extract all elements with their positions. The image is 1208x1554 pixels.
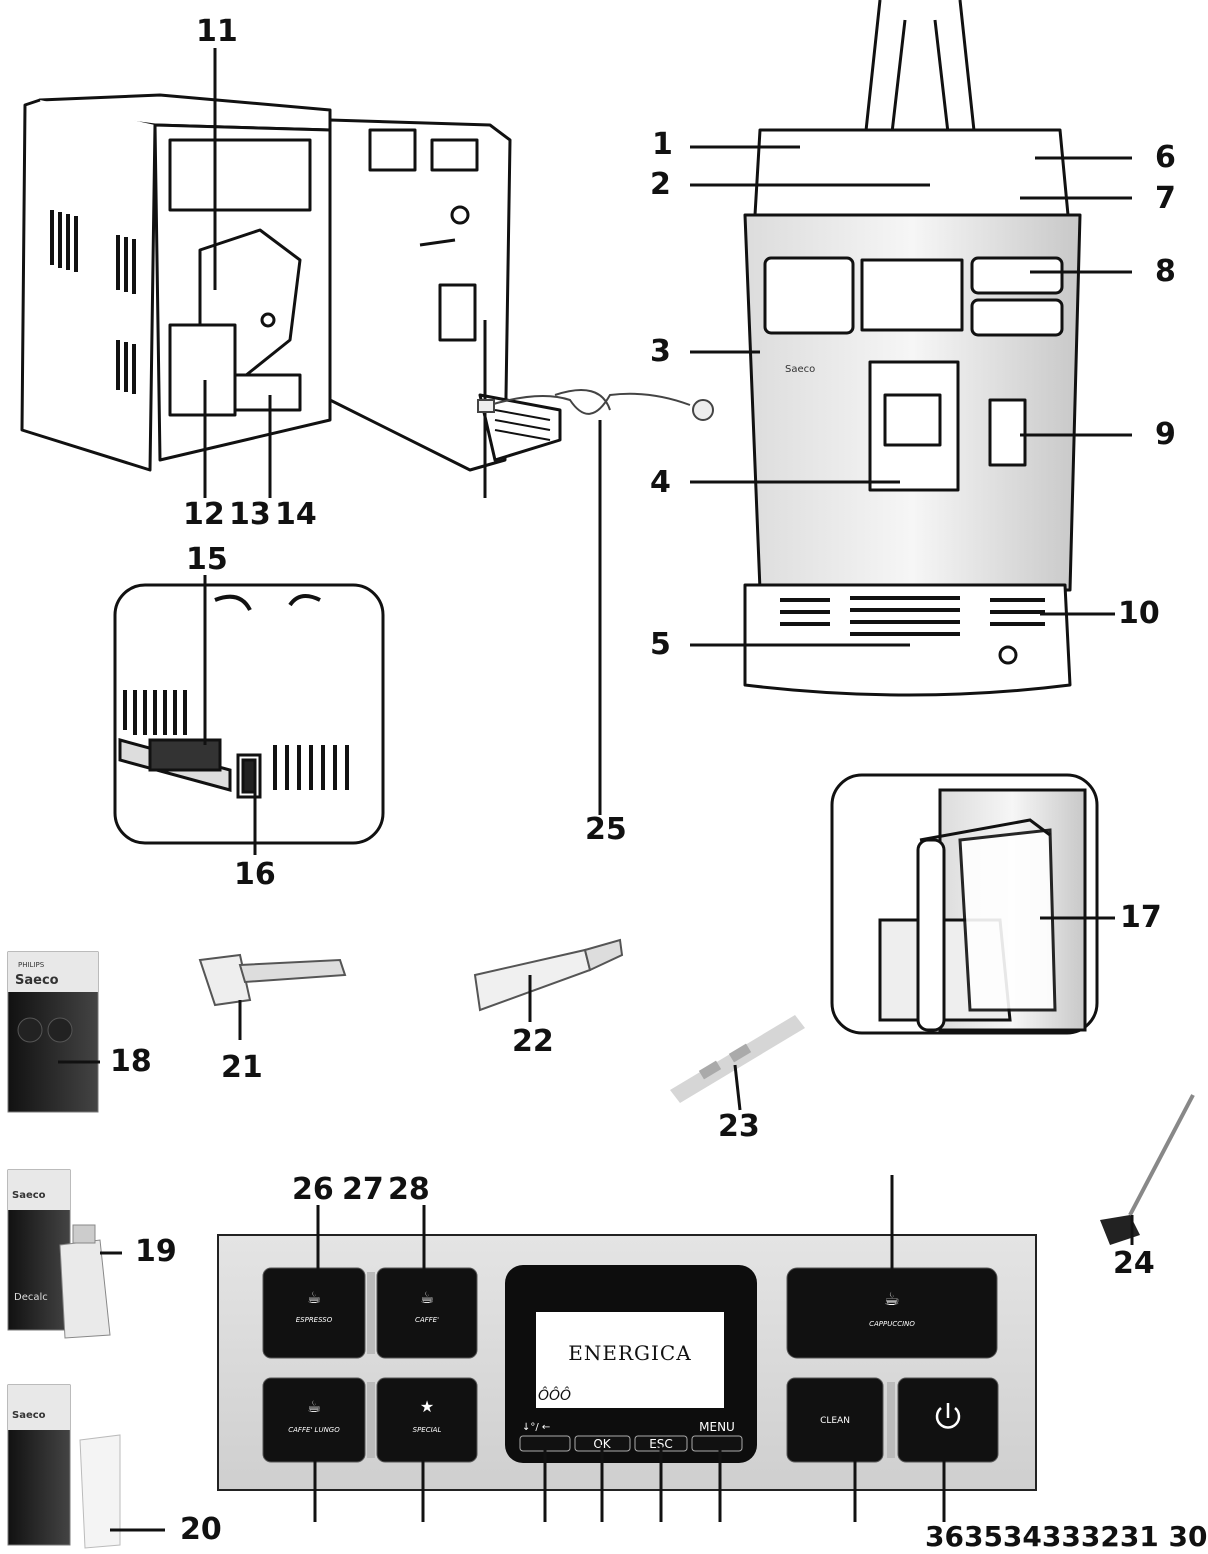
callout-8: 8	[1155, 254, 1176, 289]
caffe-lungo-label: CAFFE' LUNGO	[288, 1426, 340, 1434]
callout-7: 7	[1155, 181, 1176, 216]
callout-3: 3	[650, 334, 671, 369]
callout-18: 18	[110, 1044, 152, 1079]
special-label: SPECIAL	[413, 1426, 442, 1434]
front-machine-leader-lines	[690, 145, 1132, 647]
machine-logo: Saeco	[785, 364, 815, 375]
callout-19: 19	[135, 1234, 177, 1269]
callout-14: 14	[275, 497, 317, 532]
callout-5: 5	[650, 627, 671, 662]
menu-button-label: MENU	[699, 1420, 735, 1434]
control-panel: ☕ ESPRESSO ☕ CAFFE' ☕ CAFFE' LUNGO ★ SPE…	[217, 1234, 1037, 1491]
svg-text:☕: ☕	[307, 1288, 321, 1307]
callout-25: 25	[585, 812, 627, 847]
bottom-row-callouts: 363534333231 30	[925, 1520, 1208, 1553]
callout-13: 13	[229, 497, 271, 532]
callout-17: 17	[1120, 900, 1162, 935]
power-cord	[477, 389, 714, 815]
front-machine-illustration	[743, 0, 1082, 697]
callout-9: 9	[1155, 417, 1176, 452]
callout-22: 22	[512, 1024, 554, 1059]
callout-10: 10	[1118, 596, 1160, 631]
display-screen: ENERGICA ÔÔÔ	[505, 1265, 757, 1463]
callout-15: 15	[186, 542, 228, 577]
espresso-button[interactable]: ☕ ESPRESSO	[262, 1267, 366, 1359]
menu-button[interactable]: MENU	[691, 1420, 743, 1452]
caffe-button[interactable]: ☕ CAFFE'	[376, 1267, 478, 1359]
filter-brand: Saeco	[12, 1410, 46, 1421]
caffe-label: CAFFE'	[415, 1316, 439, 1324]
decalc-bottle-pack: Saeco Decalc	[7, 1169, 122, 1339]
callout-21: 21	[221, 1050, 263, 1085]
power-icon	[935, 1403, 961, 1429]
measuring-scoop	[198, 953, 347, 1040]
callout-11: 11	[196, 14, 238, 49]
callout-20: 20	[180, 1512, 222, 1547]
descaler-brand: Saeco	[15, 973, 59, 988]
callout-6: 6	[1155, 140, 1176, 175]
descaler-box: PHILIPS Saeco	[7, 951, 100, 1113]
callout-16: 16	[234, 857, 276, 892]
callout-12: 12	[183, 497, 225, 532]
callout-4: 4	[650, 465, 671, 500]
svg-text:☕: ☕	[307, 1397, 321, 1416]
power-button[interactable]	[897, 1377, 999, 1463]
cleaning-brush	[1100, 1094, 1195, 1245]
water-filter-pack: Saeco	[7, 1384, 165, 1549]
ok-button-label: OK	[593, 1437, 611, 1451]
svg-text:★: ★	[420, 1397, 434, 1416]
callout-24: 24	[1113, 1246, 1155, 1281]
esc-button-label: ESC	[649, 1437, 673, 1451]
screen-strength: ÔÔÔ	[538, 1386, 571, 1404]
decalc-label: Decalc	[14, 1292, 48, 1303]
clean-button[interactable]: CLEAN	[786, 1377, 884, 1463]
special-button[interactable]: ★ SPECIAL	[376, 1377, 478, 1463]
callout-1: 1	[652, 127, 673, 162]
panel-leader-lines	[313, 1175, 946, 1522]
callout-27: 27	[342, 1172, 384, 1207]
callout-23: 23	[718, 1109, 760, 1144]
descaler-brand-top: PHILIPS	[18, 961, 45, 969]
grease-tube	[473, 938, 624, 1022]
callout-2: 2	[650, 167, 671, 202]
callout-26: 26	[292, 1172, 334, 1207]
inset-leader-lines	[203, 575, 257, 855]
power-switch-inset	[113, 583, 385, 845]
clean-label: CLEAN	[820, 1416, 850, 1426]
callout-28: 28	[388, 1172, 430, 1207]
open-machine-illustration	[20, 93, 562, 472]
ok-button[interactable]: OK	[574, 1435, 631, 1452]
espresso-label: ESPRESSO	[296, 1316, 333, 1324]
decalc-brand: Saeco	[12, 1190, 46, 1201]
cappuccino-label: CAPPUCCINO	[869, 1320, 915, 1328]
down-button-label: ↓°/ ←	[522, 1422, 550, 1433]
screen-brand: ENERGICA	[568, 1341, 691, 1365]
milk-carafe-inset	[830, 773, 1115, 1035]
test-strip	[670, 1015, 805, 1111]
svg-text:☕: ☕	[884, 1289, 900, 1310]
svg-text:☕: ☕	[420, 1288, 434, 1307]
